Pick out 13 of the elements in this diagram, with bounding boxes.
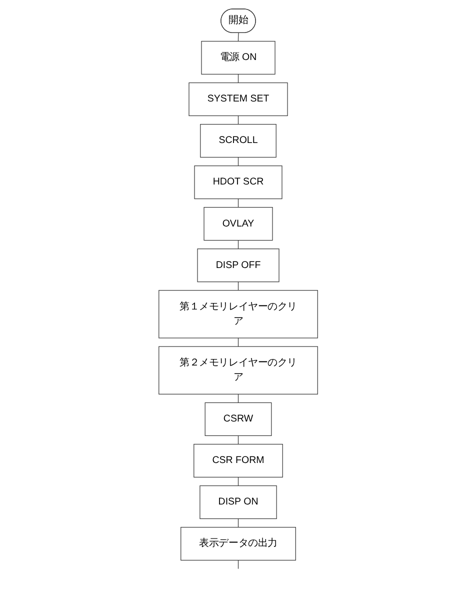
node-box: 第１メモリレイヤーのクリア xyxy=(158,290,318,338)
node-box: CSRW xyxy=(204,402,272,436)
connector xyxy=(238,32,239,42)
node-box: HDOT SCR xyxy=(194,166,282,200)
node-box: SCROLL xyxy=(200,124,276,158)
node-box: OVLAY xyxy=(203,207,273,241)
node-box: 第２メモリレイヤーのクリア xyxy=(158,346,318,394)
node-box: DISP ON xyxy=(199,485,277,520)
node-box: DISP OFF xyxy=(196,248,280,282)
node-box: CSR FORM xyxy=(193,444,283,478)
node-box: 表示データの出力 xyxy=(180,526,296,561)
node-box: SYSTEM SET xyxy=(188,82,288,116)
node-box: 電源 ON xyxy=(200,40,276,75)
